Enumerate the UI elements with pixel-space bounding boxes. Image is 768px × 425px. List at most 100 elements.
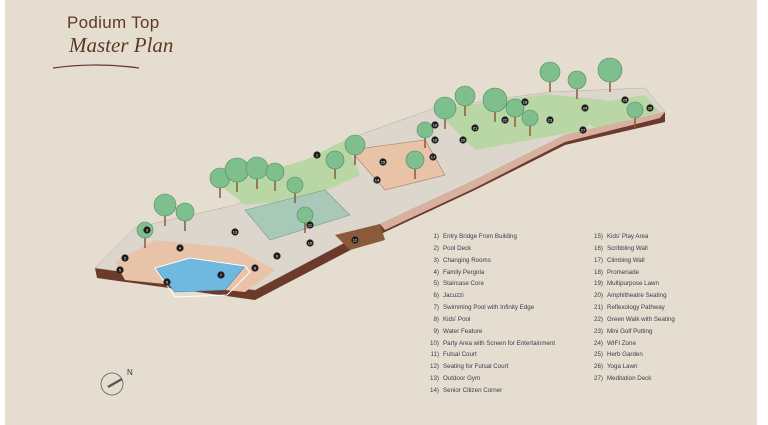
marker-number: 3 [146, 228, 149, 233]
legend-label: Pool Deck [443, 244, 472, 252]
legend-number: 1) [433, 233, 439, 240]
legend-label: Senior Citizen Corner [443, 386, 503, 394]
map-marker: 11 [306, 221, 314, 229]
legend-label: Green Walk with Seating [607, 315, 675, 323]
legend-number: 26) [594, 363, 603, 371]
map-marker: 1 [313, 151, 321, 159]
legend-label: Reflexology Pathway [607, 304, 665, 312]
map-marker: 4 [176, 244, 184, 252]
tree [296, 206, 314, 224]
legend-label: Water Feature [443, 327, 483, 335]
map-marker: 27 [579, 126, 587, 134]
marker-number: 1 [316, 153, 319, 158]
legend-item: 19)Multipurpose Lawn [589, 278, 675, 290]
marker-dot [163, 278, 171, 286]
legend-item: 6)Jacuzzi [425, 290, 555, 302]
tree [416, 121, 434, 139]
legend-label: Swimming Pool with Infinity Edge [443, 304, 535, 312]
legend-label: Climbing Wall [607, 256, 645, 264]
marker-dot [431, 121, 439, 129]
legend-number: 11) [430, 351, 439, 359]
legend-label: Family Pergola [443, 268, 485, 276]
legend-item: 14)Senior Citizen Corner [425, 385, 555, 397]
legend-number: 20) [594, 292, 603, 300]
legend-label: Herb Garden [607, 351, 643, 359]
legend-label: Staircase Core [443, 280, 484, 288]
marker-number: 14 [375, 178, 380, 183]
page-title: Master Plan [69, 33, 174, 57]
tree [521, 109, 539, 127]
legend-item: 20)Amphitheatre Seating [589, 290, 675, 302]
legend-item: 8)Kids' Pool [425, 314, 555, 326]
tree [505, 98, 525, 118]
map-marker: 18 [521, 98, 529, 106]
legend-number: 16) [594, 244, 603, 252]
marker-number: 21 [473, 126, 478, 131]
legend-item: 12) Seating for Futsal Court [425, 361, 555, 373]
legend-item: 7)Swimming Pool with Infinity Edge [425, 302, 555, 314]
marker-number: 2 [124, 256, 127, 261]
tree [433, 96, 457, 120]
map-marker: 20 [459, 136, 467, 144]
map-marker: 14 [373, 176, 381, 184]
map-marker: 21 [471, 124, 479, 132]
marker-number: 24 [583, 106, 588, 111]
legend-number: 15) [594, 233, 603, 240]
marker-dot [217, 271, 225, 279]
legend-item: 16) Scribbling Wall [589, 243, 675, 255]
compass-north-label: N [127, 368, 133, 377]
legend-item: 15)Kids' Play Area [589, 231, 675, 243]
marker-number: 9 [276, 254, 279, 259]
tree [245, 156, 269, 180]
marker-number: 23 [548, 118, 553, 123]
marker-dot [143, 226, 151, 234]
legend-item: 10)Party Area with Screen for Entertainm… [425, 338, 555, 350]
legend-number: 12) [430, 363, 439, 371]
legend-item: 5)Staircase Core [425, 278, 555, 290]
amphitheatre-deck [349, 139, 446, 191]
map-marker: 16 [431, 136, 439, 144]
legend-number: 6) [433, 292, 439, 300]
legend-number: 25) [594, 351, 603, 359]
map-marker: 24 [581, 104, 589, 112]
map-marker: 6 [163, 278, 171, 286]
marker-number: 5 [119, 268, 122, 273]
legend-label: WIFI Zone [607, 339, 636, 347]
legend-label: Multipurpose Lawn [607, 280, 659, 288]
marker-dot [251, 264, 259, 272]
marker-number: 15 [381, 160, 386, 165]
map-marker: 17 [429, 153, 437, 161]
map-marker: 3 [143, 226, 151, 234]
legend-label: Scribbling Wall [607, 244, 648, 252]
legend-label: Yoga Lawn [607, 363, 638, 371]
marker-dot [116, 266, 124, 274]
tree [224, 157, 250, 183]
legend-label: Futsal Court [443, 351, 477, 359]
legend-number: 18) [594, 268, 603, 276]
marker-number: 20 [461, 138, 466, 143]
marker-dot [379, 158, 387, 166]
tree [597, 57, 623, 83]
legend-item: 22)Green Walk with Seating [589, 314, 675, 326]
marker-number: 10 [308, 241, 313, 246]
tree [482, 87, 508, 113]
tree [286, 176, 304, 194]
marker-number: 8 [254, 266, 257, 271]
tree [175, 202, 195, 222]
map-marker: 5 [116, 266, 124, 274]
marker-number: 12 [353, 238, 358, 243]
legend-label: Seating for Futsal Court [443, 363, 509, 371]
tree [405, 150, 425, 170]
legend-number: 8) [433, 315, 439, 323]
legend-number: 9) [433, 327, 439, 335]
marker-dot [313, 151, 321, 159]
legend-item: 9) Water Feature [425, 326, 555, 338]
marker-number: 18 [523, 100, 528, 105]
legend-item: 2)Pool Deck [425, 243, 555, 255]
map-marker: 13 [231, 228, 239, 236]
legend-label: Entry Bridge From Building [443, 233, 517, 240]
map-marker: 23 [546, 116, 554, 124]
